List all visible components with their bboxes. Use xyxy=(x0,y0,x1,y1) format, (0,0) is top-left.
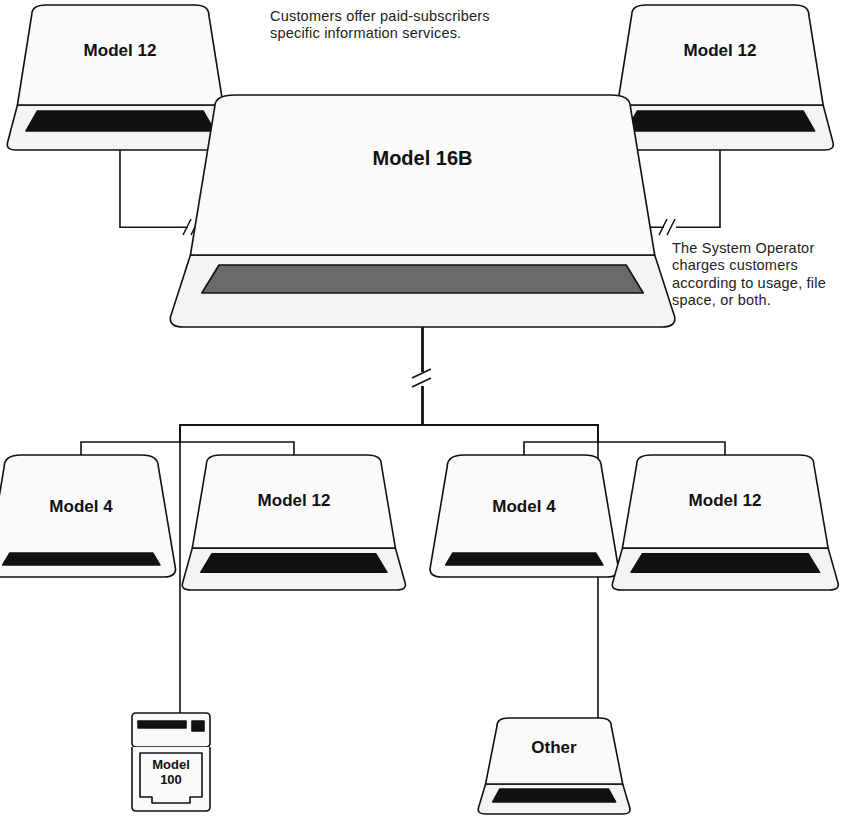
network-line xyxy=(120,148,197,227)
computer-terminal: Model 12 xyxy=(611,455,840,590)
outline-part xyxy=(170,255,675,327)
outline-part xyxy=(612,548,838,590)
outline-part xyxy=(192,721,204,731)
computer-terminal: Model 100 xyxy=(130,713,212,811)
network-line xyxy=(422,327,724,455)
note-text: The System Operator charges customers ac… xyxy=(672,240,854,310)
outline-part xyxy=(445,553,602,565)
outline-part xyxy=(182,548,405,590)
outline-part xyxy=(7,105,233,150)
computer-terminal: Model 12 xyxy=(606,5,835,150)
computer-terminal: Other xyxy=(477,718,631,814)
outline-part xyxy=(2,553,159,565)
model-name: Model 12 xyxy=(6,41,235,61)
outline-part xyxy=(0,455,175,577)
terminal-outline xyxy=(606,5,835,150)
network-line xyxy=(180,327,422,455)
model-name: Model 12 xyxy=(181,491,407,511)
outline-part xyxy=(202,265,643,293)
outline-part xyxy=(493,789,616,802)
network-line xyxy=(648,148,720,227)
note-text: Customers offer paid-subscribers specifi… xyxy=(270,8,505,43)
model-name: Other xyxy=(477,738,631,758)
outline-part xyxy=(201,554,387,573)
outline-part xyxy=(607,105,833,150)
terminal-outline xyxy=(181,455,407,590)
computer-terminal: Model 4 xyxy=(0,455,175,577)
outline-part xyxy=(190,95,654,255)
terminal-outline xyxy=(169,95,676,327)
network-line xyxy=(180,327,422,713)
model-name: Model 16B xyxy=(169,147,676,170)
model-name: Model 12 xyxy=(611,491,840,511)
model-name: Model 100 xyxy=(143,758,199,788)
model-name: Model 4 xyxy=(0,497,175,517)
network-line xyxy=(422,327,598,455)
outline-part xyxy=(478,784,630,814)
outline-part xyxy=(138,721,186,728)
outline-part xyxy=(626,111,815,131)
outline-part xyxy=(132,747,210,811)
computer-terminal: Model 12 xyxy=(6,5,235,150)
outline-part xyxy=(430,455,619,577)
computer-terminal: Model 4 xyxy=(430,455,619,577)
terminal-outline xyxy=(477,718,631,814)
outline-part xyxy=(132,713,210,747)
terminal-outline xyxy=(6,5,235,150)
outline-part xyxy=(631,554,820,573)
computer-terminal: Model 12 xyxy=(181,455,407,590)
model-name: Model 12 xyxy=(606,41,835,61)
outline-part xyxy=(140,753,202,803)
model-name: Model 4 xyxy=(430,497,619,517)
computer-terminal: Model 16B xyxy=(169,95,676,327)
terminal-outline xyxy=(611,455,840,590)
outline-part xyxy=(26,111,215,131)
network-line xyxy=(81,327,422,455)
